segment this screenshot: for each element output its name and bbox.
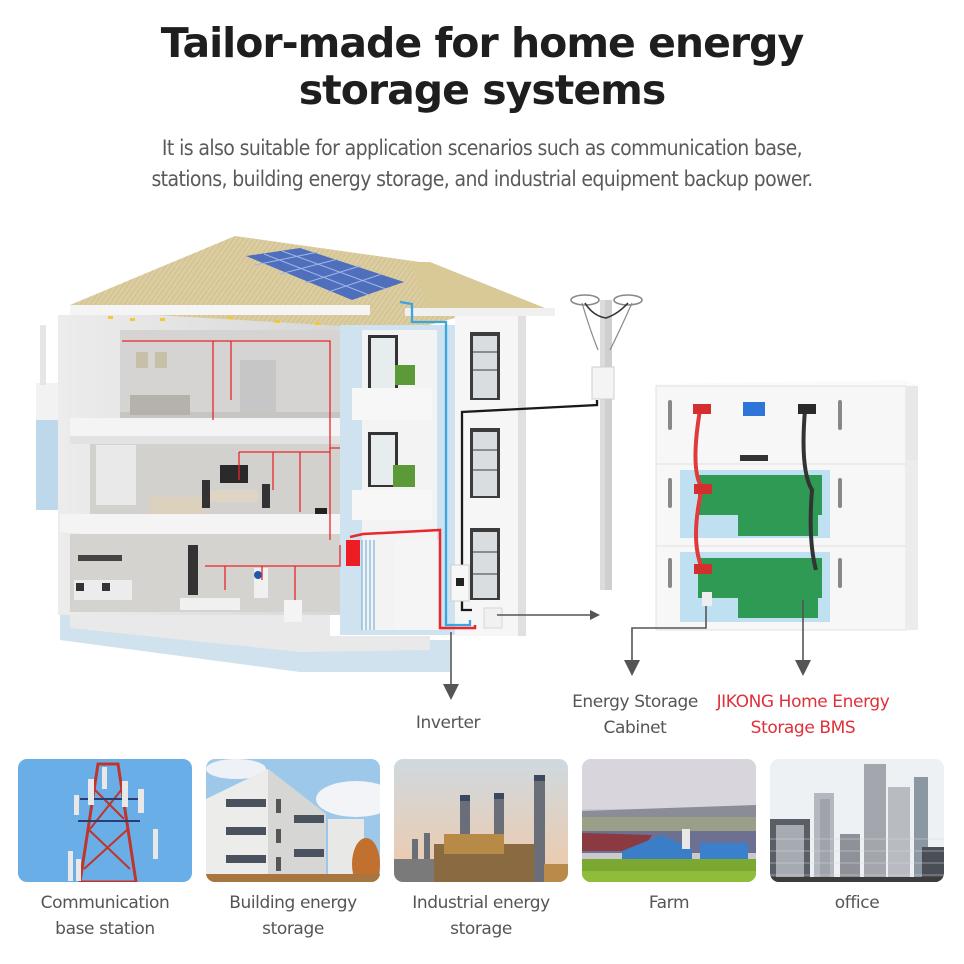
cabinet-label-line-2: Cabinet [603, 718, 667, 738]
application-scenarios: Communication base station [18, 759, 948, 949]
scenario-label: office [770, 890, 944, 916]
energy-storage-cabinet-label: Energy Storage Cabinet [560, 689, 710, 741]
house-cutaway-illustration [36, 236, 599, 672]
scenario-label-line-2: storage [262, 919, 324, 939]
cabinet-label-line-1: Energy Storage [572, 692, 698, 712]
scenario-label-line-1: Building energy [229, 893, 357, 913]
office-skyline-photo [770, 759, 944, 882]
scenario-label: Industrial energy storage [394, 890, 568, 942]
scenario-label-line-2: storage [450, 919, 512, 939]
scenario-label-line-1: Communication [40, 893, 170, 913]
page-subtitle: It is also suitable for application scen… [0, 133, 964, 195]
title-line-1: Tailor-made for home energy [160, 19, 804, 67]
battery-cabinet-illustration [655, 380, 918, 631]
scenario-card-communication: Communication base station [18, 759, 192, 942]
scenario-card-farm: Farm [582, 759, 756, 916]
inverter-label-text: Inverter [415, 713, 481, 733]
telecom-tower-photo [18, 759, 192, 882]
farm-photo [582, 759, 756, 882]
scenario-label: Building energy storage [206, 890, 380, 942]
bms-label-line-1: JIKONG Home Energy [716, 692, 890, 712]
inverter-label: Inverter [400, 710, 496, 736]
title-line-2: storage systems [298, 66, 667, 114]
scenario-label: Communication base station [18, 890, 192, 942]
scenario-label-line-2: base station [55, 919, 155, 939]
scenario-label-line-1: Industrial energy [412, 893, 550, 913]
jikong-bms-label: JIKONG Home Energy Storage BMS [703, 689, 903, 741]
scenario-label-line-1: office [834, 893, 880, 913]
subtitle-line-1: It is also suitable for application scen… [161, 136, 803, 160]
scenario-label: Farm [582, 890, 756, 916]
scenario-label-line-1: Farm [648, 893, 690, 913]
industrial-plant-photo [394, 759, 568, 882]
page-title: Tailor-made for home energy storage syst… [0, 20, 964, 114]
scenario-card-industrial: Industrial energy storage [394, 759, 568, 942]
utility-pole-illustration [570, 294, 643, 590]
system-diagram [0, 220, 964, 700]
subtitle-line-2: stations, building energy storage, and i… [151, 167, 813, 191]
scenario-card-building: Building energy storage [206, 759, 380, 942]
scenario-card-office: office [770, 759, 944, 916]
bms-label-line-2: Storage BMS [750, 718, 856, 738]
apartment-building-photo [206, 759, 380, 882]
